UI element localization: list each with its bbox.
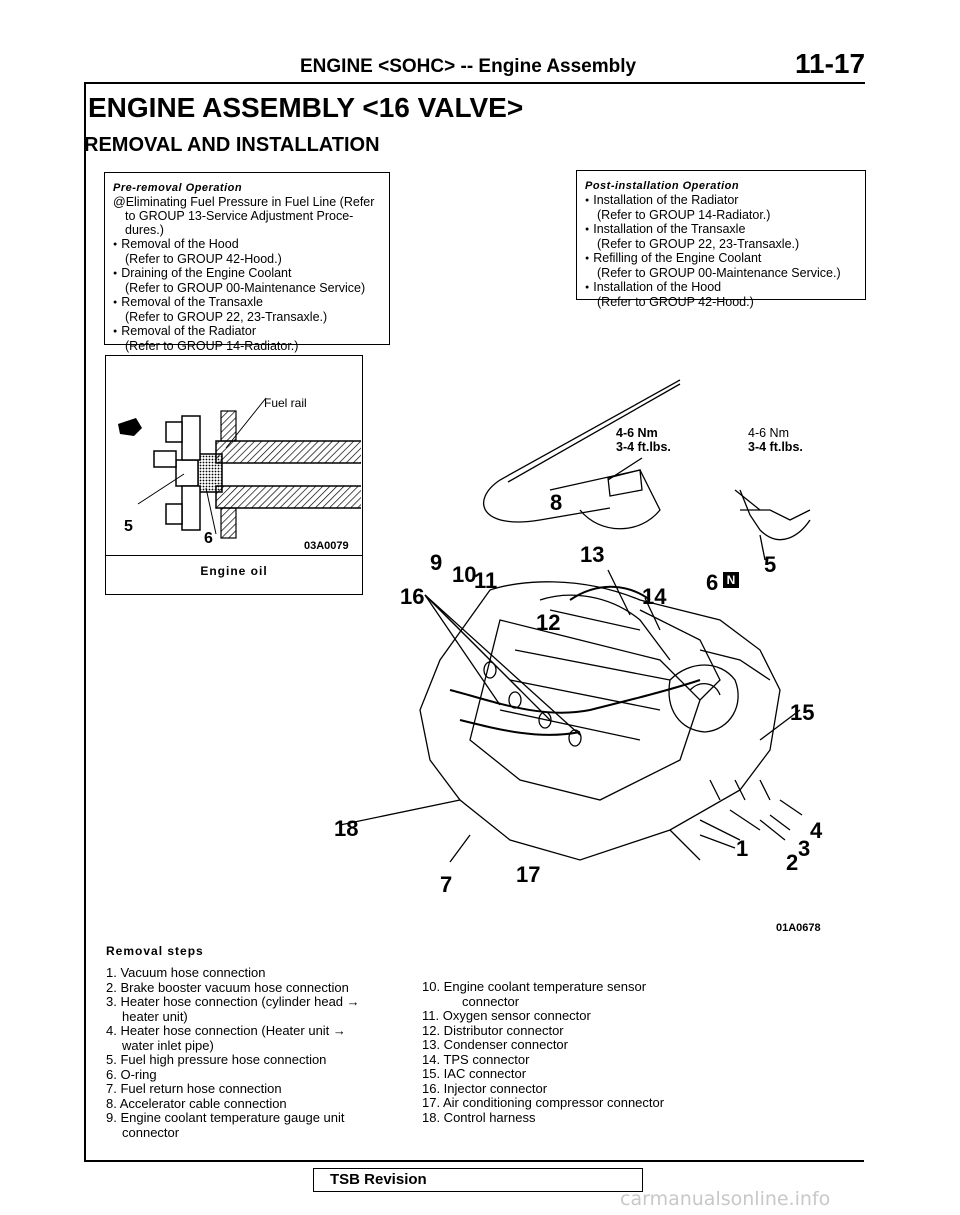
removal-step: 2. Brake booster vacuum hose connection (106, 979, 349, 995)
callout-8: 8 (550, 490, 563, 515)
inset-label-5: 5 (124, 518, 133, 535)
removal-step-continuation: heater unit) (122, 1008, 188, 1024)
removal-step-continuation: water inlet pipe) (122, 1037, 214, 1053)
removal-step: 4. Heater hose connection (Heater unit → (106, 1023, 346, 1038)
post-installation-line: Refilling of the Engine Coolant (585, 251, 857, 266)
removal-steps-left: 1. Vacuum hose connection 2. Brake boost… (106, 965, 406, 1140)
torque-spec-1-nm: 4-6 Nm (616, 426, 658, 440)
pre-removal-box: Pre-removal Operation @Eliminating Fuel … (104, 172, 390, 353)
post-installation-line: (Refer to GROUP 42-Hood.) (597, 295, 754, 309)
post-installation-line: Installation of the Radiator (585, 193, 857, 208)
removal-step: 5. Fuel high pressure hose connection (106, 1052, 327, 1067)
callout-3: 3 (798, 836, 811, 861)
pre-removal-line: Removal of the Hood (113, 237, 381, 252)
inset-label-6: 6 (204, 530, 213, 547)
removal-step: 12. Distributor connector (422, 1022, 564, 1038)
watermark: carmanualsonline.info (620, 1188, 831, 1210)
removal-step: 17. Air conditioning compressor connecto… (422, 1095, 665, 1110)
callout-12: 12 (536, 610, 561, 635)
removal-step: 11. Oxygen sensor connector (422, 1008, 591, 1023)
left-margin-rule (84, 82, 86, 1162)
inset-figure-code: 03A0079 (304, 540, 349, 552)
inset-caption: Engine oil (105, 555, 363, 595)
new-part-badge: N (723, 572, 739, 588)
removal-step: 1. Vacuum hose connection (106, 965, 266, 980)
callout-11: 11 (474, 568, 498, 593)
callout-9: 9 (430, 550, 443, 575)
pre-removal-line: (Refer to GROUP 14-Radiator.) (125, 339, 299, 353)
subsection-title: REMOVAL AND INSTALLATION (84, 134, 380, 156)
pre-removal-line: Removal of the Radiator (113, 324, 381, 339)
callout-17: 17 (516, 862, 541, 887)
removal-step: 18. Control harness (422, 1109, 536, 1125)
callout-5: 5 (764, 552, 777, 577)
removal-step: 6. O-ring (106, 1066, 157, 1082)
engine-assembly-illustration (339, 379, 811, 863)
diagram-figure-code: 01A0678 (776, 922, 821, 934)
callout-15: 15 (790, 700, 815, 725)
pre-removal-line: @Eliminating Fuel Pressure in Fuel Line … (113, 195, 375, 209)
callout-18: 18 (334, 816, 359, 841)
running-header-title: ENGINE <SOHC> -- Engine Assembly (300, 56, 637, 77)
post-installation-box: Post-installation Operation Installation… (576, 170, 866, 309)
removal-step: 14. TPS connector (422, 1051, 530, 1067)
callout-13: 13 (580, 542, 605, 567)
removal-step: 16. Injector connector (422, 1080, 548, 1096)
section-title: ENGINE ASSEMBLY <16 VALVE> (88, 92, 524, 123)
torque-spec-2-ftlbs: 3-4 ft.lbs. (748, 440, 803, 454)
injector-oring-illustration (118, 397, 367, 539)
callout-2: 2 (786, 850, 799, 875)
pre-removal-line: (Refer to GROUP 42-Hood.) (125, 252, 282, 266)
pre-removal-line: Draining of the Engine Coolant (113, 266, 381, 281)
inset-figure: Fuel rail 5 6 03A0079 (105, 355, 367, 595)
removal-step-continuation: connector (122, 1124, 180, 1140)
removal-step: 7. Fuel return hose connection (106, 1081, 282, 1096)
removal-step: 3. Heater hose connection (cylinder head… (106, 994, 360, 1009)
fuel-rail-label: Fuel rail (264, 396, 307, 410)
torque-spec-2-nm: 4-6 Nm (748, 426, 789, 440)
engine-diagram: 4-6 Nm 3-4 ft.lbs. 4-6 Nm 3-4 ft.lbs. 8 … (334, 360, 860, 934)
callout-7: 7 (440, 872, 453, 897)
pre-removal-line: (Refer to GROUP 22, 23-Transaxle.) (125, 310, 328, 324)
pre-removal-line: to GROUP 13-Service Adjustment Proce- (125, 209, 354, 223)
post-installation-line: (Refer to GROUP 22, 23-Transaxle.) (597, 237, 800, 251)
removal-step: 10. Engine coolant temperature sensor (422, 979, 647, 994)
post-installation-line: Installation of the Hood (585, 280, 857, 295)
removal-steps-right: 10. Engine coolant temperature sensor co… (422, 979, 752, 1125)
callout-1: 1 (736, 836, 749, 861)
pre-removal-line: (Refer to GROUP 00-Maintenance Service) (125, 281, 366, 295)
post-installation-line: (Refer to GROUP 14-Radiator.) (597, 208, 771, 222)
tsb-revision-box: TSB Revision (313, 1168, 643, 1192)
pre-removal-heading: Pre-removal Operation (113, 182, 243, 194)
torque-spec-1-ftlbs: 3-4 ft.lbs. (616, 440, 671, 454)
post-installation-line: Installation of the Transaxle (585, 222, 857, 237)
header-rule (85, 82, 865, 84)
pre-removal-line: dures.) (125, 223, 164, 237)
removal-step: 13. Condenser connector (422, 1037, 568, 1052)
removal-step-continuation: connector (462, 993, 520, 1009)
removal-step: 15. IAC connector (422, 1066, 527, 1081)
removal-step: 8. Accelerator cable connection (106, 1095, 287, 1111)
post-installation-line: (Refer to GROUP 00-Maintenance Service.) (597, 266, 841, 280)
callout-6: 6 (706, 570, 719, 595)
callout-16: 16 (400, 584, 425, 609)
callout-4: 4 (810, 818, 823, 843)
callout-14: 14 (642, 584, 667, 609)
removal-step: 9. Engine coolant temperature gauge unit (106, 1110, 345, 1125)
page-number: 11-17 (795, 48, 866, 79)
footer-rule (84, 1160, 864, 1162)
pre-removal-line: Removal of the Transaxle (113, 295, 381, 310)
removal-steps-title: Removal steps (106, 944, 204, 958)
callout-10: 10 (452, 562, 477, 587)
post-installation-heading: Post-installation Operation (585, 180, 740, 192)
